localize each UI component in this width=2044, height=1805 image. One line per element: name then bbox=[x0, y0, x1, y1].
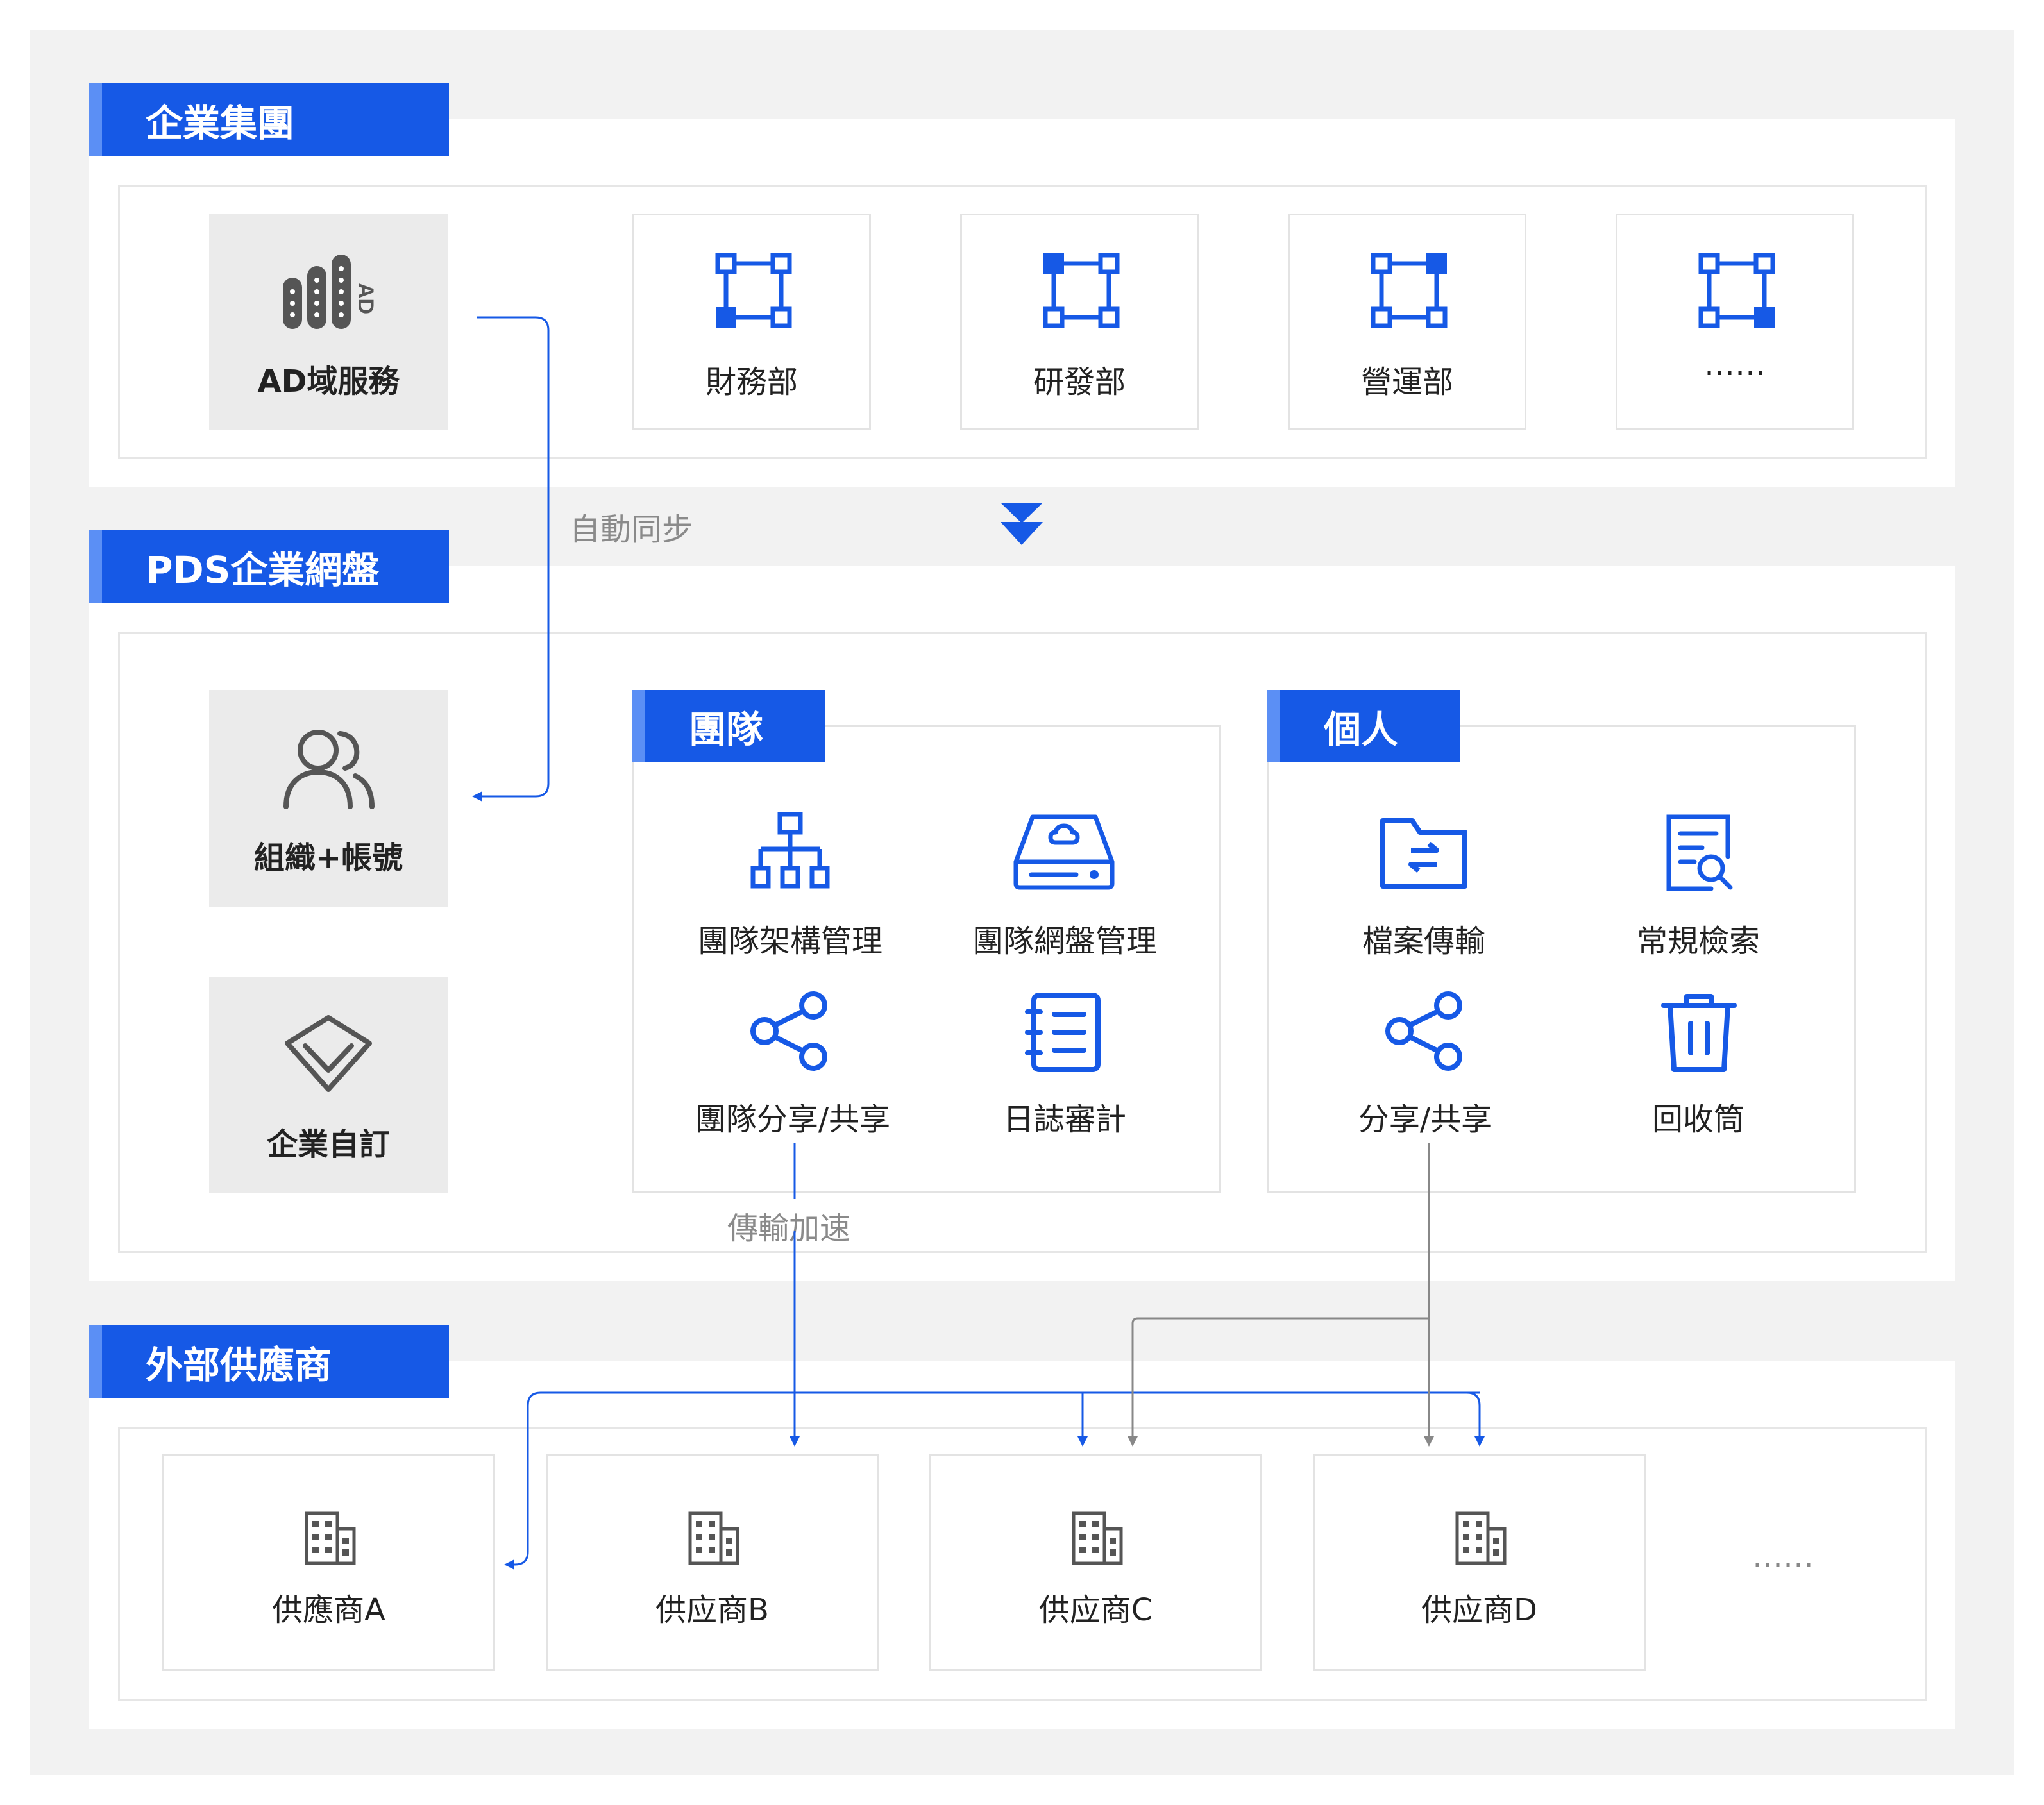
team-panel-title: 團隊 bbox=[689, 707, 764, 751]
pds-section-title: PDS企業網盤 bbox=[146, 548, 380, 592]
ad-service-card: AD AD域服務 bbox=[209, 214, 448, 430]
team-feature-structure-label: 團隊架構管理 bbox=[697, 923, 883, 959]
dept-label-more: …… bbox=[1704, 347, 1766, 383]
dept-card-ops: 營運部 bbox=[1288, 214, 1526, 430]
personal-feature-transfer-label: 檔案傳輸 bbox=[1362, 923, 1485, 959]
auto-sync-label: 自動同步 bbox=[570, 512, 693, 548]
transfer-acceleration-label: 傳輸加速 bbox=[727, 1211, 851, 1247]
enterprise-custom-card: 企業自訂 bbox=[209, 977, 448, 1193]
enterprise-custom-label: 企業自訂 bbox=[266, 1127, 390, 1163]
org-accounts-card: 組織+帳號 bbox=[209, 690, 448, 907]
org-structure-icon bbox=[715, 253, 792, 328]
supplier-card-d: 供应商D bbox=[1313, 1454, 1646, 1671]
folder-transfer-icon bbox=[1380, 818, 1467, 889]
dept-card-finance: 財務部 bbox=[632, 214, 871, 430]
cloud-drive-icon bbox=[1013, 814, 1115, 890]
enterprise-section-title: 企業集團 bbox=[146, 101, 295, 145]
org-structure-icon bbox=[1371, 253, 1448, 328]
personal-panel-title: 個人 bbox=[1324, 707, 1399, 751]
building-icon bbox=[1072, 1511, 1123, 1565]
org-structure-icon bbox=[1043, 253, 1120, 328]
building-icon bbox=[1455, 1511, 1507, 1565]
personal-feature-share-label: 分享/共享 bbox=[1358, 1102, 1492, 1138]
svg-text:AD: AD bbox=[353, 283, 378, 314]
org-structure-icon bbox=[1698, 253, 1775, 328]
dept-label-ops: 營運部 bbox=[1360, 364, 1453, 400]
team-panel-header: 團隊 bbox=[632, 690, 825, 762]
suppliers-section-header: 外部供應商 bbox=[89, 1325, 449, 1398]
personal-panel-header: 個人 bbox=[1267, 690, 1460, 762]
dept-card-more: …… bbox=[1616, 214, 1854, 430]
diamond-icon bbox=[285, 1015, 372, 1092]
dept-label-finance: 財務部 bbox=[705, 364, 798, 400]
supplier-more-label: …… bbox=[1752, 1539, 1814, 1575]
team-feature-audit-label: 日誌審計 bbox=[1002, 1102, 1126, 1138]
users-icon bbox=[283, 730, 375, 809]
supplier-label-c: 供应商C bbox=[1038, 1592, 1153, 1628]
enterprise-section-header: 企業集團 bbox=[89, 83, 449, 156]
suppliers-section-title: 外部供應商 bbox=[146, 1343, 332, 1387]
ad-server-icon: AD bbox=[283, 255, 378, 329]
dept-label-rnd: 研發部 bbox=[1033, 364, 1126, 400]
org-accounts-label: 組織+帳號 bbox=[253, 840, 403, 876]
team-panel bbox=[632, 725, 1221, 1193]
ad-service-label: AD域服務 bbox=[257, 364, 400, 399]
supplier-label-b: 供应商B bbox=[655, 1592, 769, 1628]
team-feature-drive-label: 團隊網盤管理 bbox=[972, 923, 1157, 959]
share-icon bbox=[1385, 991, 1462, 1071]
supplier-card-c: 供应商C bbox=[929, 1454, 1262, 1671]
dept-card-rnd: 研發部 bbox=[960, 214, 1199, 430]
personal-feature-recycle-label: 回收筒 bbox=[1651, 1102, 1744, 1138]
audit-log-icon bbox=[1025, 993, 1101, 1072]
pds-section-header: PDS企業網盤 bbox=[89, 530, 449, 603]
supplier-card-b: 供应商B bbox=[546, 1454, 879, 1671]
share-icon bbox=[750, 991, 827, 1071]
supplier-label-d: 供应商D bbox=[1421, 1592, 1537, 1628]
document-search-icon bbox=[1666, 814, 1733, 891]
building-icon bbox=[688, 1511, 739, 1565]
team-feature-share-label: 團隊分享/共享 bbox=[695, 1102, 891, 1138]
supplier-label-a: 供應商A bbox=[272, 1592, 385, 1628]
building-icon bbox=[305, 1511, 356, 1565]
double-down-arrow-icon bbox=[1001, 503, 1043, 545]
hierarchy-icon bbox=[750, 812, 830, 889]
supplier-card-a: 供應商A bbox=[162, 1454, 495, 1671]
trash-icon bbox=[1661, 994, 1737, 1072]
personal-panel bbox=[1267, 725, 1856, 1193]
personal-feature-search-label: 常規檢索 bbox=[1636, 923, 1760, 959]
